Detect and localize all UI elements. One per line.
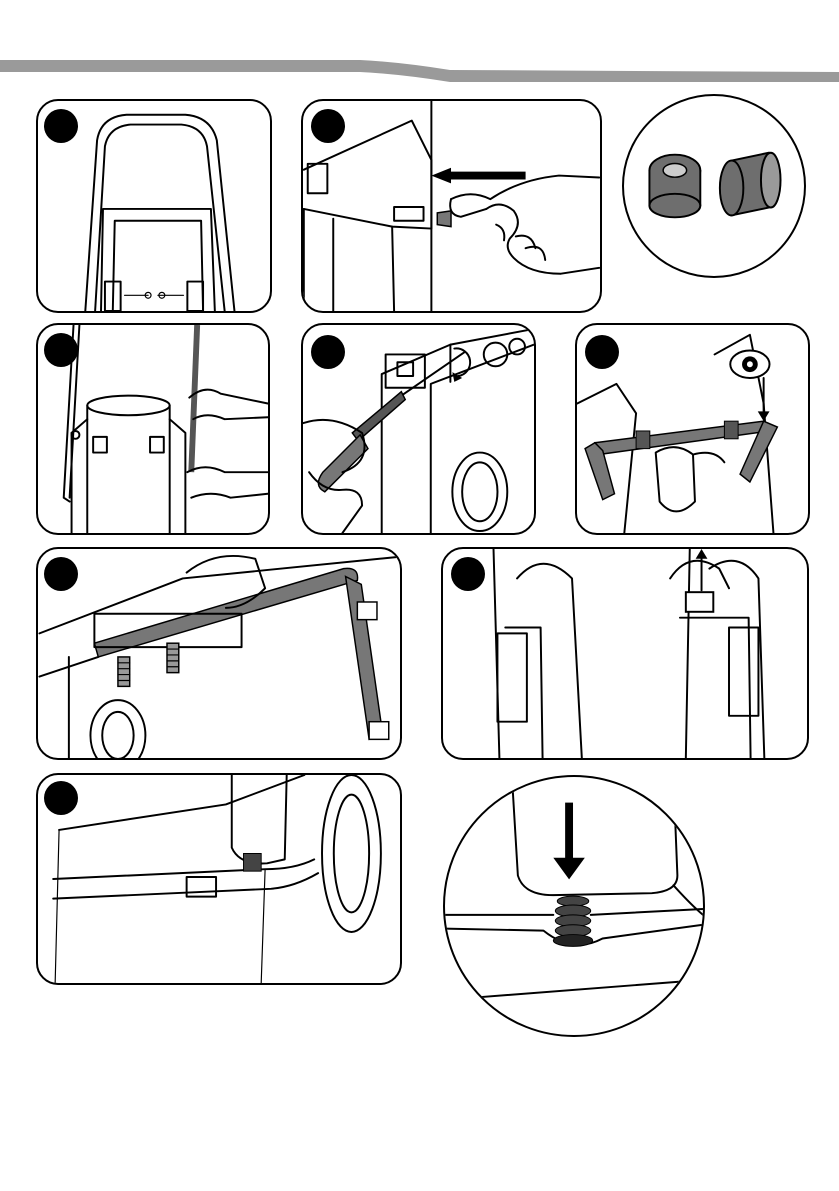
step-marker-4 [311,335,345,369]
step-marker-8 [44,781,78,815]
step-panel-6 [36,547,402,760]
step-panel-4 [301,323,536,535]
step-panel-5 [575,323,810,535]
spring-detail [443,775,705,1037]
step-marker-6 [44,557,78,591]
step-panel-2 [301,99,602,313]
header-bar [0,0,839,90]
spacer-parts-detail [622,94,806,278]
step-panel-1 [36,99,272,313]
step-panel-7 [441,547,809,760]
step-panel-3 [36,323,270,535]
step-marker-1 [44,109,78,143]
bolt-insert-illustration [38,549,400,758]
step-marker-3 [44,333,78,367]
lift-clip-illustration [443,549,807,758]
step-marker-7 [451,557,485,591]
pin-insert-illustration [303,101,600,311]
spacer-parts-illustration [624,96,804,276]
step-marker-5 [585,335,619,369]
step-marker-2 [311,109,345,143]
underside-spring-illustration [38,775,400,983]
spring-detail-illustration [445,777,703,1035]
spring-coil [553,896,592,946]
step-panel-8 [36,773,402,985]
